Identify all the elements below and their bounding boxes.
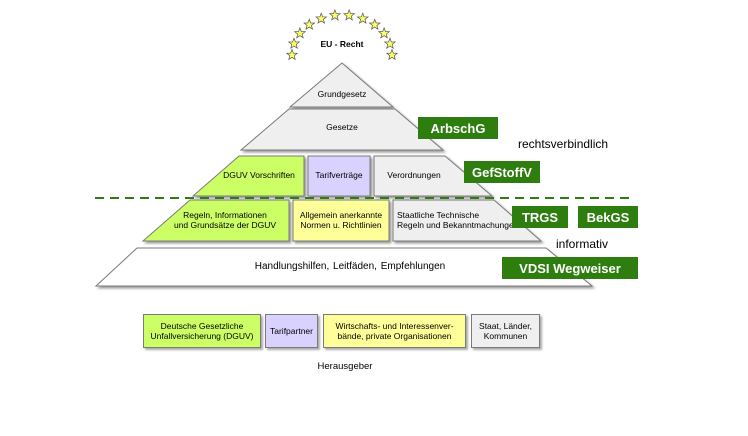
herausgeber-wirtschaft: Wirtschafts- und Interessenver- bände, p… [323, 314, 466, 348]
regeln-line2: und Grundsätze der DGUV [173, 220, 277, 230]
normen-line2: Normen u. Richtlinien [300, 220, 382, 230]
wirtschaft-line2: bände, private Organisationen [337, 331, 452, 341]
star-icon [342, 8, 356, 21]
eu-recht-label: EU - Recht [320, 39, 364, 50]
star-icon [328, 8, 342, 21]
layer-gesetze [239, 108, 445, 151]
grundgesetz-label: Grundgesetz [317, 89, 367, 100]
layer-staatliche-regeln [392, 199, 543, 242]
star-icon [368, 18, 381, 31]
star-icon [303, 18, 316, 31]
trgs-badge: TRGS [512, 206, 568, 228]
layer-handlungshilfen [94, 247, 594, 287]
regeln-line1: Regeln, Informationen [183, 210, 267, 221]
rechtsverbindlich-label: rechtsverbindlich [518, 137, 609, 151]
layer-tarifvertraege [307, 155, 371, 197]
dguv-line2: Unfallversicherung (DGUV) [150, 331, 254, 341]
handlungshilfen-label: Handlungshilfen, Leitfäden, Empfehlungen [254, 261, 446, 273]
star-icon [356, 12, 369, 24]
staatlich-line1: Staatliche Technische [397, 210, 480, 221]
wirtschaft-line1: Wirtschafts- und Interessenver- [335, 320, 454, 331]
vdsi-wegweiser-badge: VDSI Wegweiser [502, 257, 638, 279]
normen-label: Allgemein anerkannte Normen u. Richtlini… [293, 206, 389, 236]
staat-line1: Staat, Länder, [479, 320, 532, 331]
herausgeber-caption: Herausgeber [317, 360, 373, 372]
gesetze-label: Gesetze [326, 122, 358, 133]
layer-normen [292, 199, 390, 242]
dguv-line1: Deutsche Gesetzliche [160, 320, 244, 331]
herausgeber-tarifpartner: Tarifpartner [265, 314, 318, 348]
informativ-label: informativ [556, 237, 609, 251]
herausgeber-staat: Staat, Länder, Kommunen [471, 314, 540, 348]
staatliche-regeln-label: Staatliche Technische Regeln und Bekannt… [394, 206, 521, 236]
bekgs-badge: BekGS [578, 206, 638, 228]
dguv-vorschriften-label: DGUV Vorschriften [223, 170, 295, 181]
star-icon [287, 37, 301, 50]
tarifvertraege-label: Tarifverträge [315, 170, 363, 181]
staat-line2: Kommunen [483, 331, 528, 341]
herausgeber-dguv: Deutsche Gesetzliche Unfallversicherung … [143, 314, 261, 348]
layer-regeln-dguv [141, 199, 290, 242]
star-icon [285, 48, 299, 61]
layer-verordnungen [373, 155, 494, 197]
star-icon [377, 26, 391, 39]
staatlich-line2: Regeln und Bekanntmachungen [397, 220, 519, 230]
layer-dguv-vorschriften [191, 155, 305, 197]
star-icon [293, 26, 307, 39]
normen-line1: Allgemein anerkannte [299, 210, 383, 221]
verordnungen-label: Verordnungen [387, 170, 441, 181]
layer-grundgesetz [288, 62, 395, 108]
star-icon [385, 48, 399, 61]
eu-stars [285, 8, 399, 61]
star-icon [383, 37, 397, 50]
arbschg-badge: ArbschG [418, 117, 498, 139]
star-icon [315, 12, 328, 24]
regeln-dguv-label: Regeln, Informationen und Grundsätze der… [160, 206, 290, 236]
gefstoffv-badge: GefStoffV [464, 161, 540, 183]
